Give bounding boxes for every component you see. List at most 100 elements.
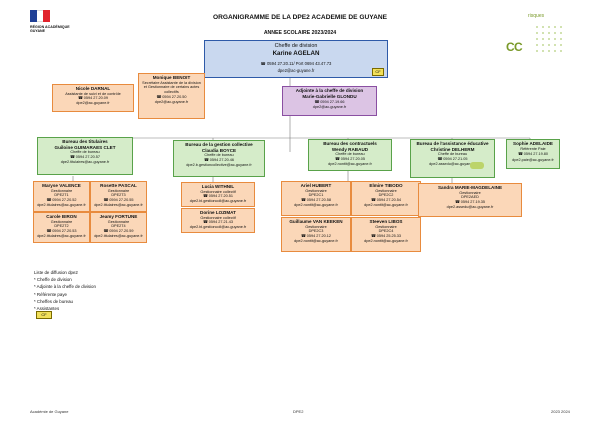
bureau-title: Bureau de la gestion collective [185,142,253,147]
staff-box: Maryse VALENCE Gestionnaire DPE2T1 ☎ 059… [33,181,90,212]
bureau-assistance-educative: Bureau de l'assistance éducative Christi… [410,139,495,178]
bureau-email: dpe2.nontit@ac-guyane.fr [328,161,372,166]
staff-name: Sandra MARIE-MAGDELAINE [437,185,503,190]
staff-box: Guillaume VAN KEEKEN Gestionnaire DPE2C3… [281,217,351,252]
footer-center: DPE2 [293,409,304,414]
staff-name: Lucia WITHNIL [201,184,235,189]
staff-role: Gestionnaire [50,188,73,193]
assistant-phone: ☎ 0594 27.20.09 [77,96,109,101]
diffusion-list: Liste de diffusion dpe2 * Cheffe de divi… [34,269,144,312]
assistant-name: Monique BENOIT [152,75,191,80]
assistant-email: dpe2@ac-guyane.fr [76,101,110,106]
chief-name: Karine AGELAN [272,49,320,57]
bureau-titulaires: Bureau des titulaires Guiloine GUIMARAES… [37,137,133,175]
staff-email: dpe2.bl.gestioncoll@ac-guyane.fr [189,199,247,204]
staff-phone: ☎ 0594 27.20.53 [46,229,77,234]
bureau-role: Cheffe de bureau [335,152,365,157]
bureau-chief-name: Christine DELHERM [430,146,475,152]
staff-code: DPE2C3 [308,229,324,234]
staff-role: Gestionnaire [375,224,397,229]
staff-phone: ☎ 0594 27.20.55 [103,198,134,203]
staff-phone: ☎ 0594 25.25.33 [370,234,402,239]
staff-role: Gestionnaire collectif [200,215,236,220]
chief-box: Cheffe de division Karine AGELAN ☎ 0594 … [204,40,388,78]
diffusion-title: Liste de diffusion dpe2 [34,270,78,275]
staff-box: Elmire TIBODO Gestionnaire DPE2C2 ☎ 0594… [351,181,421,216]
staff-box: Lucia WITHNIL Gestionnaire collectif ☎ 0… [181,182,255,207]
bureau-title: Bureau des contractuels [323,141,377,146]
staff-email: dpe2.titulaires@ac-guyane.fr [37,202,86,207]
staff-phone: ☎ 0594 27.20.58 [300,198,332,203]
staff-phone: ☎ 0594 27.21.43 [202,220,234,225]
staff-name: Dorine LOZIMAT [200,210,236,215]
bureau-chief-name: Claudia BOYCE [201,147,237,153]
paie-hand-icon [470,162,484,169]
footer-right: 2023 2024 [551,409,570,414]
staff-email: dpe2.titulaires@ac-guyane.fr [94,202,143,207]
staff-phone: ☎ 0594 27.20.59 [103,229,134,234]
staff-name: Jeamy FORTUNE [99,214,138,219]
diffusion-item: * Cheffe de division [34,277,72,283]
chief-tag: CF [372,68,384,76]
staff-code: DPE2AED [461,195,479,200]
staff-phone: ☎ 0594 27.20.52 [46,198,77,203]
staff-name: Ariel HUBERT [300,183,332,188]
assistant-email: dpe2@ac-guyane.fr [154,99,189,104]
staff-role: Gestionnaire collectif [200,189,236,194]
staff-name: Carole BIRON [46,214,77,219]
diffusion-item: * Cheffes de bureau [34,298,73,304]
bureau-chief-name: Wendy RABAUD [331,146,369,152]
bureau-email: dpe2.b.gestioncollective@ac-guyane.fr [186,162,252,167]
assistant-box-darnal: Nicole DARNAL Assistante de suivi et de … [52,84,134,112]
staff-name: Guillaume VAN KEEKEN [289,219,343,224]
staff-name: Steeven LIBOS [369,219,403,224]
brand-text: risques [528,13,545,19]
chief-email: dpe2@ac-guyane.fr [277,67,315,73]
staff-phone: ☎ 0594 27.20.51 [202,194,234,199]
staff-phone: ☎ 0594 27.20.12 [300,234,332,239]
brand-dots-icon [534,24,564,54]
staff-box: Steeven LIBOS Gestionnaire DPE2C4 ☎ 0594… [351,217,421,252]
page-subtitle: ANNEE SCOLAIRE 2023/2024 [263,30,337,36]
deputy-title: Adjointe à la cheffe de division [295,88,364,93]
referente-email: dpe2.paie@ac-guyane.fr [512,158,554,163]
bureau-role: Cheffe de bureau [437,152,468,157]
staff-role: Gestionnaire [375,188,397,193]
staff-email: dpe2.bl.gestioncoll@ac-guyane.fr [189,225,247,230]
bureau-contractuels: Bureau des contractuels Wendy RABAUD Che… [308,139,392,171]
bureau-phone: ☎ 0594 27.20.46 [203,158,235,163]
staff-role: Gestionnaire [107,188,130,193]
staff-email: dpe2.titulaires@ac-guyane.fr [37,233,86,238]
staff-role: Gestionnaire [305,188,327,193]
staff-code: DPE2T3 [111,193,126,198]
staff-role: Gestionnaire [107,219,130,224]
bureau-role: Cheffe de bureau [204,153,234,158]
diffusion-item: * Adjointe à la cheffe de division [34,284,96,290]
diffusion-tag: CF [36,311,52,319]
brand-letter-c2: C [514,40,523,54]
bureau-email: dpe2.titulaires@ac-guyane.fr [60,159,110,164]
staff-role: Gestionnaire [305,224,327,229]
staff-box: Sandra MARIE-MAGDELAINE Gestionnaire DPE… [418,183,522,217]
referente-name: Sophie ADELAIDE [513,141,553,146]
staff-box: Rosette PASCAL Gestionnaire DPE2T3 ☎ 059… [90,181,147,212]
bureau-title: Bureau des titulaires [62,139,108,144]
deputy-email: dpe2@ac-guyane.fr [312,105,347,110]
logo-line-2: GUYANE [30,29,46,33]
brand-letter-c1: C [506,40,515,54]
bureau-phone: ☎ 0594 27.20.57 [69,155,101,160]
staff-box: Jeamy FORTUNE Gestionnaire DPE2T4 ☎ 0594… [90,212,147,243]
diffusion-item: * Assistantes [34,306,60,312]
staff-box: Carole BIRON Gestionnaire DPE2T2 ☎ 0594 … [33,212,90,243]
assistant-phone: ☎ 0594 27.20.50 [156,94,187,99]
staff-email: dpe2.nontit@ac-guyane.fr [294,202,338,207]
bureau-role: Cheffe de bureau [70,150,100,155]
staff-code: DPE2C4 [378,229,394,234]
brand-decoration: risques C C [506,10,576,68]
staff-code: DPE2T1 [54,193,69,198]
staff-email: dpe2.nontit@ac-guyane.fr [364,238,408,243]
staff-email: dpe2.nontit@ac-guyane.fr [294,238,338,243]
staff-name: Maryse VALENCE [42,183,81,188]
staff-phone: ☎ 0594 27.20.54 [370,198,402,203]
assistant-name: Nicole DARNAL [75,86,111,91]
